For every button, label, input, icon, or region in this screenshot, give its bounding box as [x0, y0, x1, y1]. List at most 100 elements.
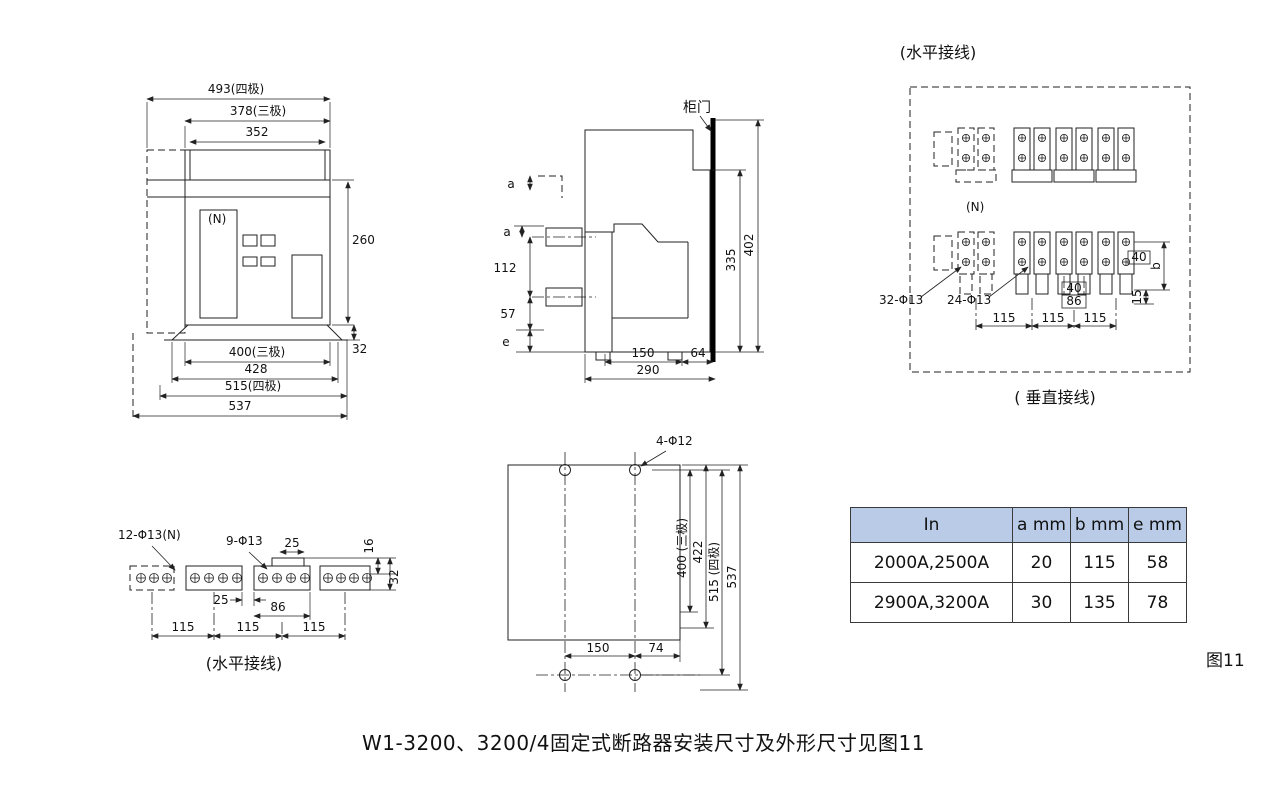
dim-label-64: 64 [690, 346, 705, 360]
cell-in: 2000A,2500A [850, 542, 1013, 583]
wiring-n-label: (N) [966, 200, 984, 214]
four-pole-extension [146, 149, 186, 334]
dim-front-515: 515(四极) [159, 379, 348, 400]
dim-label-40b: 40 [1131, 250, 1146, 264]
horizontal-wiring-title-2: (水平接线) [206, 654, 283, 673]
wiring-right-view: (水平接线) (N) [879, 43, 1191, 407]
col-header-b: b mm [1070, 507, 1129, 543]
cell-e: 78 [1128, 582, 1187, 623]
col-header-e: e mm [1128, 507, 1187, 543]
dim-label-115d: 115 [172, 620, 195, 634]
terminal-group-n-bottom [957, 231, 995, 295]
dim-label-86b: 86 [270, 600, 285, 614]
dim-wl-25-bottom: 25 [213, 592, 266, 607]
dim-side-a2: a [503, 225, 544, 239]
dim-label-493: 493(四极) [208, 82, 264, 96]
busbar-1 [185, 565, 243, 591]
cabinet-door-label: 柜门 [683, 100, 711, 116]
callout-12-phi13: 12-Φ13(N) [118, 528, 181, 542]
callout-24-phi13: 24-Φ13 [947, 293, 991, 307]
dim-label-537b: 537 [725, 566, 739, 589]
side-view: 柜门 a a 112 57 [494, 100, 764, 383]
dim-label-290: 290 [637, 363, 660, 377]
dim-label-86: 86 [1066, 294, 1081, 308]
dim-front-352: 352 [189, 125, 326, 145]
dim-front-493: 493(四极) [146, 82, 331, 148]
front-view: (N) 493(四极) 378(三极) 352 260 32 [132, 82, 375, 420]
busbar-3 [319, 565, 372, 591]
mounting-plate-view: 4-Φ12 400 (三极) 422 515 (四极) 537 150 74 [507, 434, 748, 692]
dim-front-378: 378(三极) [184, 104, 331, 148]
side-body-outline [584, 129, 711, 353]
terminal-group-top [1011, 127, 1053, 183]
terminal-group-bottom [1097, 231, 1135, 295]
dim-label-25b: 25 [213, 593, 228, 607]
wiring-boundary [909, 86, 1191, 373]
dim-label-400: 400(三极) [229, 345, 285, 359]
dim-label-352: 352 [246, 125, 269, 139]
callout-9-phi13: 9-Φ13 [226, 534, 263, 548]
dim-label-400b: 400 (三极) [675, 518, 689, 578]
dim-side-402: 402 [715, 119, 764, 353]
dim-plate-150-74: 150 74 [564, 640, 681, 662]
dim-wr-115: 115 115 115 [975, 298, 1117, 330]
col-header-in: In [850, 507, 1013, 543]
dim-label-a2: a [503, 225, 510, 239]
front-n-label: (N) [208, 212, 226, 226]
breaker-body [184, 149, 331, 326]
mounting-hole [559, 669, 571, 681]
dim-label-515b: 515 (四极) [707, 542, 721, 602]
dim-label-115f: 115 [303, 620, 326, 634]
dim-plate-vertical: 400 (三极) 422 515 (四极) 537 [641, 464, 748, 691]
dim-front-400: 400(三极) [184, 342, 331, 366]
dim-front-32: 32 [344, 324, 367, 356]
dim-label-537: 537 [229, 399, 252, 413]
dim-front-537: 537 [132, 399, 348, 419]
dim-label-150: 150 [632, 346, 655, 360]
dim-side-150-64: 150 64 [604, 346, 714, 366]
dim-label-115c: 115 [1084, 311, 1107, 325]
dim-label-402: 402 [742, 234, 756, 257]
dim-label-a1: a [507, 177, 514, 191]
callout-4-phi12: 4-Φ12 [656, 434, 693, 448]
dim-side-112: 112 [494, 236, 533, 298]
mounting-hole [629, 669, 641, 681]
dim-label-150b: 150 [587, 641, 610, 655]
figure-caption: W1-3200、3200/4固定式断路器安装尺寸及外形尺寸见图11 [362, 731, 925, 755]
cell-b: 135 [1070, 582, 1129, 623]
dim-label-378: 378(三极) [230, 104, 286, 118]
dim-label-74: 74 [648, 641, 663, 655]
dim-front-428: 428 [171, 342, 339, 383]
dim-label-112: 112 [494, 261, 517, 275]
vertical-wiring-title: ( 垂直接线) [1014, 388, 1096, 407]
cell-a: 20 [1012, 542, 1071, 583]
cell-b: 115 [1070, 542, 1129, 583]
dim-wl-16-32: 16 32 [304, 538, 401, 591]
dim-label-40a: 40 [1066, 281, 1081, 295]
dim-label-335: 335 [724, 249, 738, 272]
terminal-group-top [1095, 127, 1137, 183]
dim-label-e: e [502, 335, 509, 349]
terminal-group-top [1053, 127, 1095, 183]
cell-e: 58 [1128, 542, 1187, 583]
dim-side-290: 290 [584, 354, 716, 383]
dim-label-15: 15 [1130, 289, 1144, 304]
dim-label-25a: 25 [284, 536, 299, 550]
dim-side-e: e [502, 329, 585, 353]
mounting-hole [629, 464, 641, 476]
dim-label-428: 428 [245, 362, 268, 376]
table-row: 2000A,2500A 20 115 58 [850, 542, 1187, 583]
dim-label-16: 16 [362, 538, 376, 553]
figure-number: 图11 [1206, 651, 1245, 671]
dim-label-57: 57 [500, 307, 515, 321]
dim-label-32: 32 [352, 342, 367, 356]
dim-label-32b: 32 [387, 569, 401, 584]
wiring-left-view: 12-Φ13(N) 9-Φ13 25 25 86 115 [118, 528, 401, 673]
dim-label-115b: 115 [1042, 311, 1065, 325]
dim-front-260: 260 [332, 179, 375, 326]
dim-wr-40-86: 40 86 [1061, 276, 1087, 309]
dim-wl-115: 115 115 115 [151, 592, 346, 640]
callout-32-phi13: 32-Φ13 [879, 293, 923, 307]
